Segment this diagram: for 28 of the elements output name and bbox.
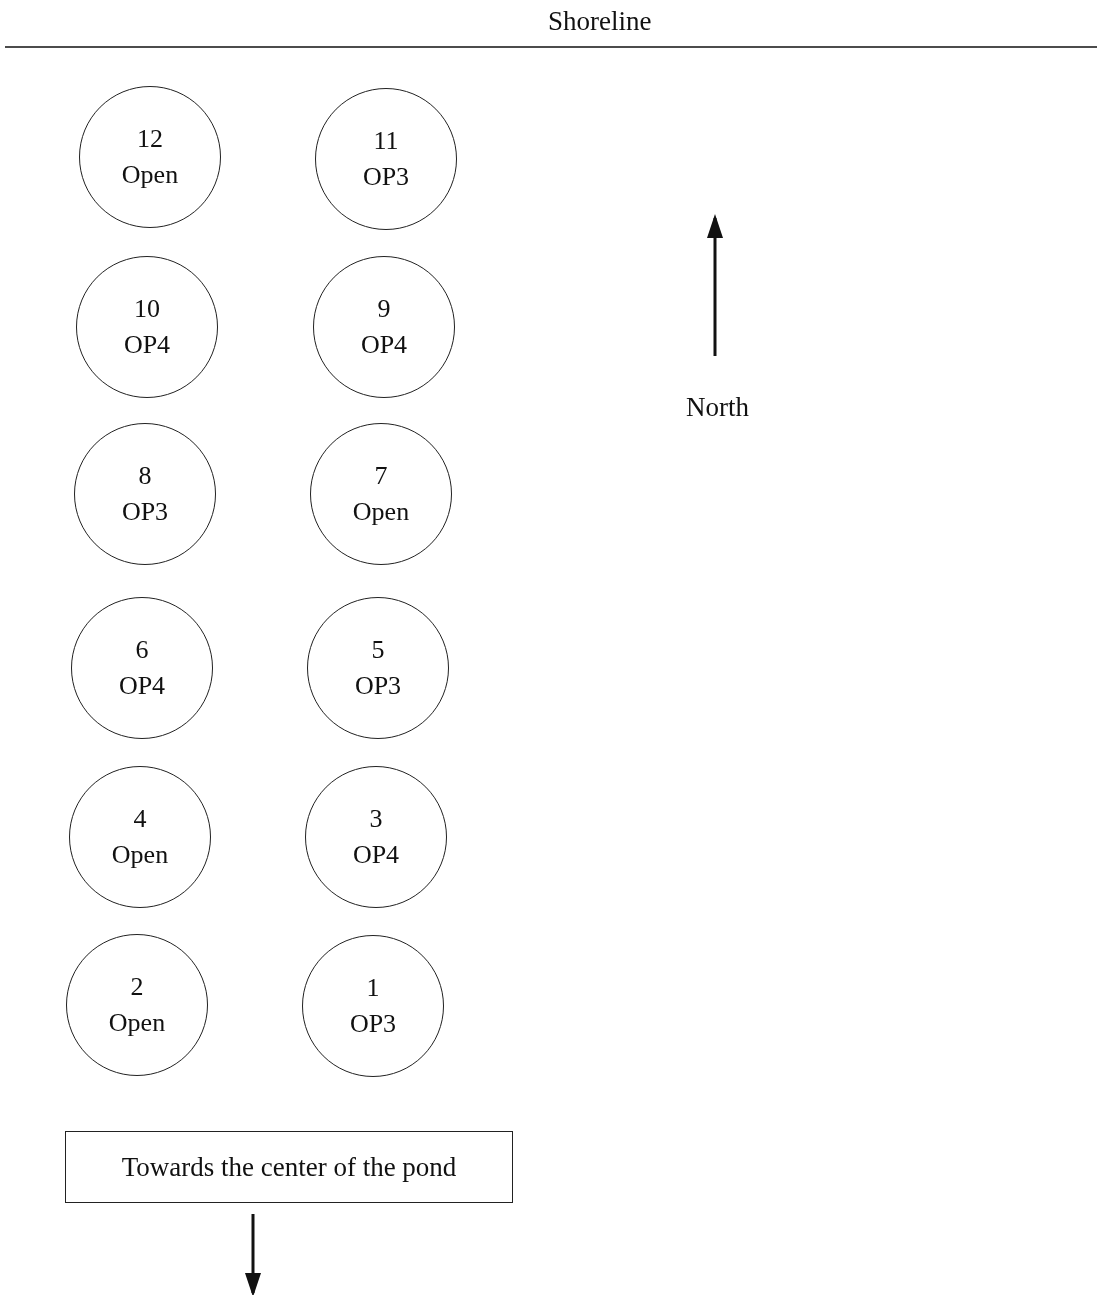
plot-number: 3 [369,803,383,835]
treatment-label: OP3 [121,496,169,528]
plot-number: 5 [371,634,385,666]
treatment-label: Open [111,839,169,871]
treatment-label: OP3 [362,161,410,193]
shoreline-label: Shoreline [548,6,652,37]
treatment-label: Open [108,1007,166,1039]
treatment-label: OP4 [118,670,166,702]
plot-number: 1 [366,972,380,1004]
plot-number: 9 [377,293,391,325]
plot-number: 12 [137,123,163,155]
treatment-label: Open [352,496,410,528]
treatment-label: OP3 [349,1008,397,1040]
treatment-label: Open [121,159,179,191]
treatment-label: OP4 [352,839,400,871]
plot-number: 7 [374,460,388,492]
treatment-label: OP3 [354,670,402,702]
plot-number: 10 [134,293,160,325]
note-box [65,1131,513,1203]
treatment-label: OP4 [123,329,171,361]
plot-number: 8 [138,460,152,492]
plot-number: 4 [133,803,147,835]
north-label: North [686,392,749,423]
treatment-label: OP4 [360,329,408,361]
plot-number: 11 [373,125,399,157]
plot-number: 2 [130,971,144,1003]
direction-note: Towards the center of the pond [121,1151,457,1183]
plot-number: 6 [135,634,149,666]
